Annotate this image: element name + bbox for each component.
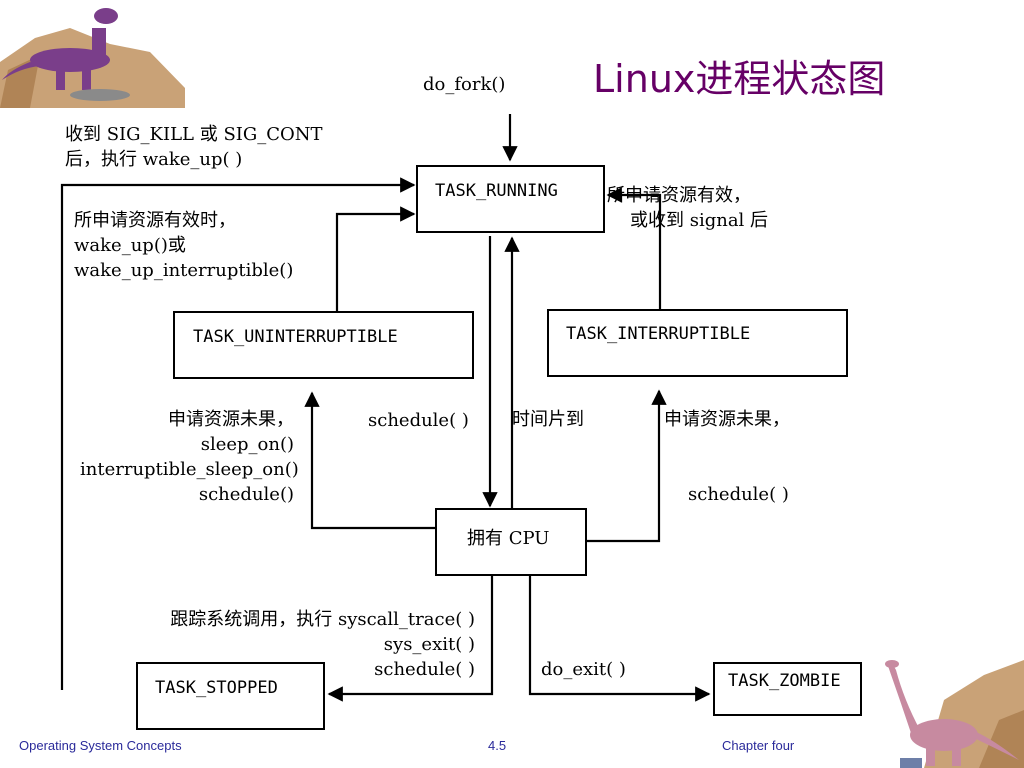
- label-line: 所申请资源有效，: [607, 185, 751, 206]
- label-line: sleep_on(): [200, 434, 294, 455]
- dinosaur-bottom-right-icon: [885, 660, 1024, 768]
- footer-page-number: 4.5: [488, 738, 507, 753]
- label-syscall-trace: 跟踪系统调用，执行 syscall_trace( ) sys_exit( ) s…: [125, 607, 475, 682]
- footer-course: Operating System Concepts: [19, 738, 182, 753]
- label-sigkill: 收到 SIG_KILL 或 SIG_CONT 后，执行 wake_up( ): [65, 122, 323, 172]
- state-label: TASK_RUNNING: [435, 181, 558, 201]
- label-line: interruptible_sleep_on(): [80, 459, 299, 480]
- footer-chapter: Chapter four: [722, 738, 795, 753]
- label-wake-up: 所申请资源有效时， wake_up()或 wake_up_interruptib…: [74, 208, 293, 283]
- label-interruptible-sleep: 申请资源未果， schedule( ): [664, 407, 790, 507]
- dinosaur-top-left-icon: [0, 8, 185, 108]
- state-label: TASK_ZOMBIE: [728, 671, 841, 691]
- state-cpu: 拥有 CPU: [435, 508, 587, 576]
- label-sleep: 申请资源未果， sleep_on() interruptible_sleep_o…: [80, 407, 299, 507]
- state-task-uninterruptible: TASK_UNINTERRUPTIBLE: [173, 311, 474, 379]
- label-line: 收到 SIG_KILL 或 SIG_CONT: [65, 124, 323, 145]
- label-line: schedule( ): [374, 659, 475, 680]
- state-label: TASK_UNINTERRUPTIBLE: [193, 327, 398, 347]
- label-line: wake_up_interruptible(): [74, 260, 294, 281]
- state-task-stopped: TASK_STOPPED: [136, 662, 325, 730]
- label-line: schedule(): [198, 484, 294, 505]
- state-label: 拥有 CPU: [467, 528, 550, 549]
- label-line: sys_exit( ): [383, 634, 475, 655]
- state-label: TASK_INTERRUPTIBLE: [566, 324, 751, 344]
- state-label: TASK_STOPPED: [155, 678, 278, 698]
- state-task-zombie: TASK_ZOMBIE: [713, 662, 862, 716]
- label-do-fork: do_fork(): [423, 74, 506, 95]
- label-line: wake_up()或: [74, 235, 186, 256]
- label-line: 或收到 signal 后: [630, 210, 769, 231]
- label-resource-valid: 所申请资源有效， 或收到 signal 后: [607, 183, 768, 233]
- label-timeslice: 时间片到: [512, 409, 584, 430]
- label-line: 跟踪系统调用，执行 syscall_trace( ): [170, 609, 475, 630]
- label-schedule-running: schedule( ): [368, 410, 469, 431]
- label-line: schedule( ): [688, 484, 789, 505]
- state-task-running: TASK_RUNNING: [416, 165, 605, 233]
- label-line: 所申请资源有效时，: [74, 210, 236, 231]
- label-line: 申请资源未果，: [664, 409, 790, 430]
- label-line: 申请资源未果，: [168, 409, 294, 430]
- label-do-exit: do_exit( ): [541, 659, 626, 680]
- page-title: Linux进程状态图: [593, 57, 886, 101]
- label-line: 后，执行 wake_up( ): [65, 149, 243, 170]
- state-task-interruptible: TASK_INTERRUPTIBLE: [547, 309, 848, 377]
